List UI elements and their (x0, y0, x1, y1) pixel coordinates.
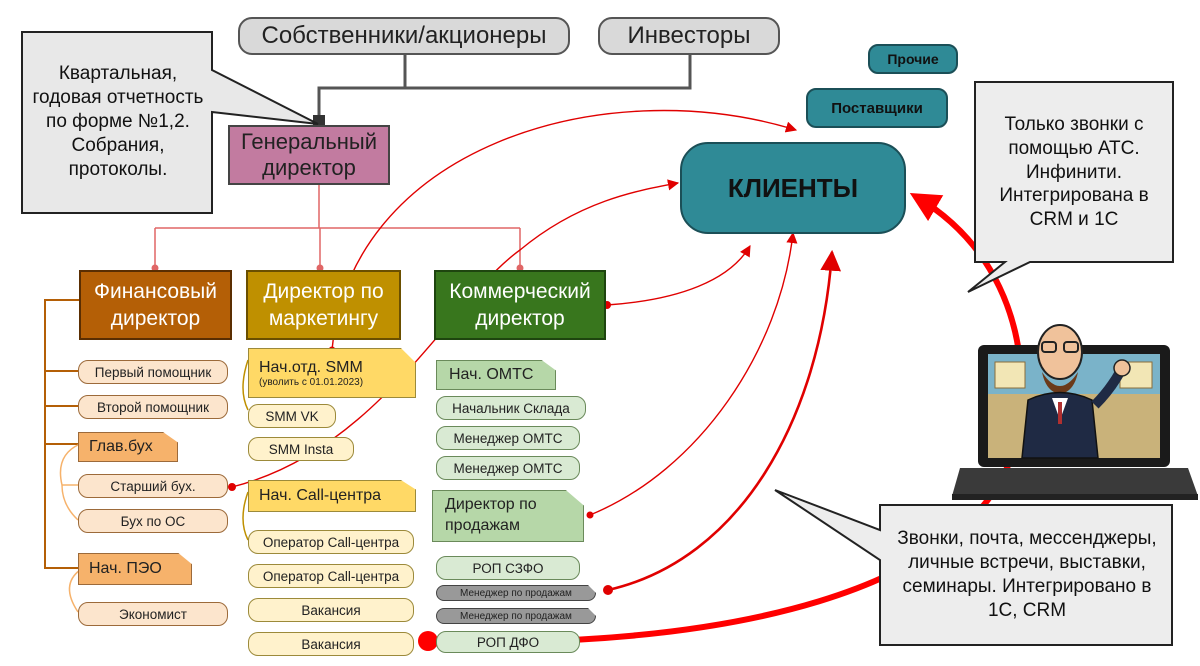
ceo-tree-connector (154, 184, 521, 268)
finance-director-box: Финансовый директор (79, 270, 232, 340)
commercial-director-box: Коммерческий директор (434, 270, 606, 340)
reporting-callout-text: Квартальная, годовая отчетность по форме… (32, 63, 204, 180)
accountant-item: Старший бух. (78, 474, 228, 498)
smm-head-note: (уволить с 01.01.2023) (259, 376, 364, 388)
others-box: Прочие (868, 44, 958, 74)
smm-item: SMM Insta (248, 437, 354, 461)
sales-manager-item: Менеджер по продажам (436, 608, 596, 624)
economist-item: Экономист (78, 602, 228, 626)
calls-callout-text: Только звонки с помощью АТС. Инфинити. И… (999, 113, 1149, 231)
omts-item: Начальник Склада (436, 396, 586, 420)
peo-head-box: Нач. ПЭО (78, 553, 192, 585)
smm-head-title: Нач.отд. SMM (259, 358, 363, 376)
owners-box: Собственники/акционеры (238, 17, 570, 55)
omts-head-box: Нач. ОМТС (436, 360, 556, 390)
callcenter-head-box: Нач. Call-центра (248, 480, 416, 512)
chief-accountant-box: Глав.бух (78, 432, 178, 462)
sales-manager-item: Менеджер по продажам (436, 585, 596, 601)
marketing-tree-connector (242, 359, 249, 541)
channels-callout (774, 489, 1173, 646)
ceo-box: Генеральный директор (228, 125, 390, 185)
rop-item: РОП ДФО (436, 631, 580, 653)
finance-subtree-connector (59, 443, 81, 613)
marketing-director-box: Директор по маркетингу (246, 270, 401, 340)
channels-callout-text: Звонки, почта, мессенджеры, личные встре… (897, 528, 1157, 621)
owners-to-ceo-connector (317, 54, 692, 118)
finance-item: Первый помощник (78, 360, 228, 384)
callcenter-item: Оператор Call-центра (248, 530, 414, 554)
smm-item: SMM VK (248, 404, 336, 428)
accountant-item: Бух по ОС (78, 509, 228, 533)
rop-item: РОП СЗФО (436, 556, 580, 580)
clients-box: КЛИЕНТЫ (680, 142, 906, 234)
smm-head-box: Нач.отд. SMM (уволить с 01.01.2023) (248, 348, 416, 398)
finance-item: Второй помощник (78, 395, 228, 419)
sales-director-box: Директор по продажам (432, 490, 584, 542)
callcenter-item: Вакансия (248, 598, 414, 622)
reporting-callout (21, 31, 319, 214)
omts-item: Менеджер ОМТС (436, 426, 580, 450)
finance-tree-connector (44, 299, 79, 569)
suppliers-box: Поставщики (806, 88, 948, 128)
callcenter-item: Вакансия (248, 632, 414, 656)
callcenter-item: Оператор Call-центра (248, 564, 414, 588)
rop-to-clients-arrow (607, 249, 842, 592)
investors-box: Инвесторы (598, 17, 780, 55)
calls-callout (967, 81, 1174, 293)
omts-item: Менеджер ОМТС (436, 456, 580, 480)
